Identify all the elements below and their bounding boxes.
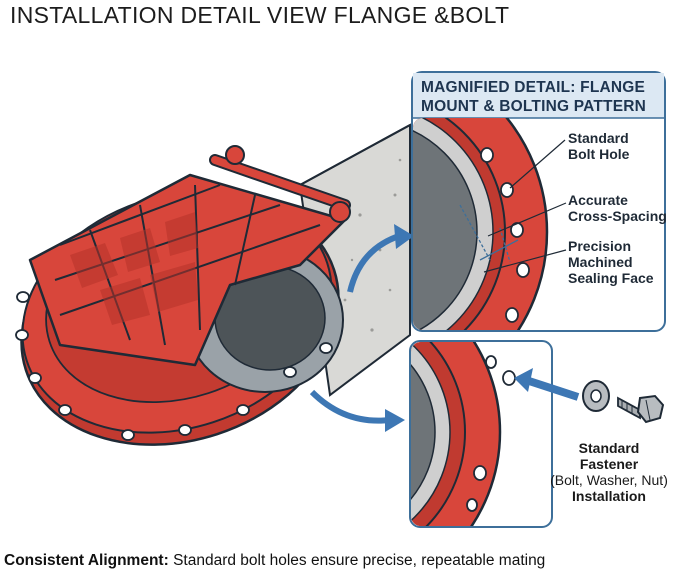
flange-assembly (15, 145, 351, 446)
bolt-hole-callout: Standard Bolt Hole (568, 130, 630, 162)
flange-detail-panel (411, 71, 666, 332)
washer-icon (582, 380, 610, 412)
detail-panel-heading: MAGNIFIED DETAIL: FLANGE MOUNT & BOLTING… (421, 79, 647, 115)
arrow-to-flange-detail (347, 224, 414, 293)
footer-emphasis: Consistent Alignment: (4, 552, 169, 569)
bolt-icon (617, 394, 665, 424)
arrow-to-fastener-detail (309, 389, 405, 432)
cross-spacing-callout: Accurate Cross-Spacing (568, 192, 667, 224)
fastener-detail-panel (409, 340, 580, 528)
sealing-face-callout: Precision Machined Sealing Face (568, 238, 654, 286)
footer-text: Standard bolt holes ensure precise, repe… (168, 552, 546, 569)
page-title: INSTALLATION DETAIL VIEW FLANGE &BOLT (10, 2, 510, 28)
footer-caption: Consistent Alignment: Standard bolt hole… (4, 552, 545, 570)
fastener-label: Standard Fastener (Bolt, Washer, Nut) In… (550, 440, 668, 504)
